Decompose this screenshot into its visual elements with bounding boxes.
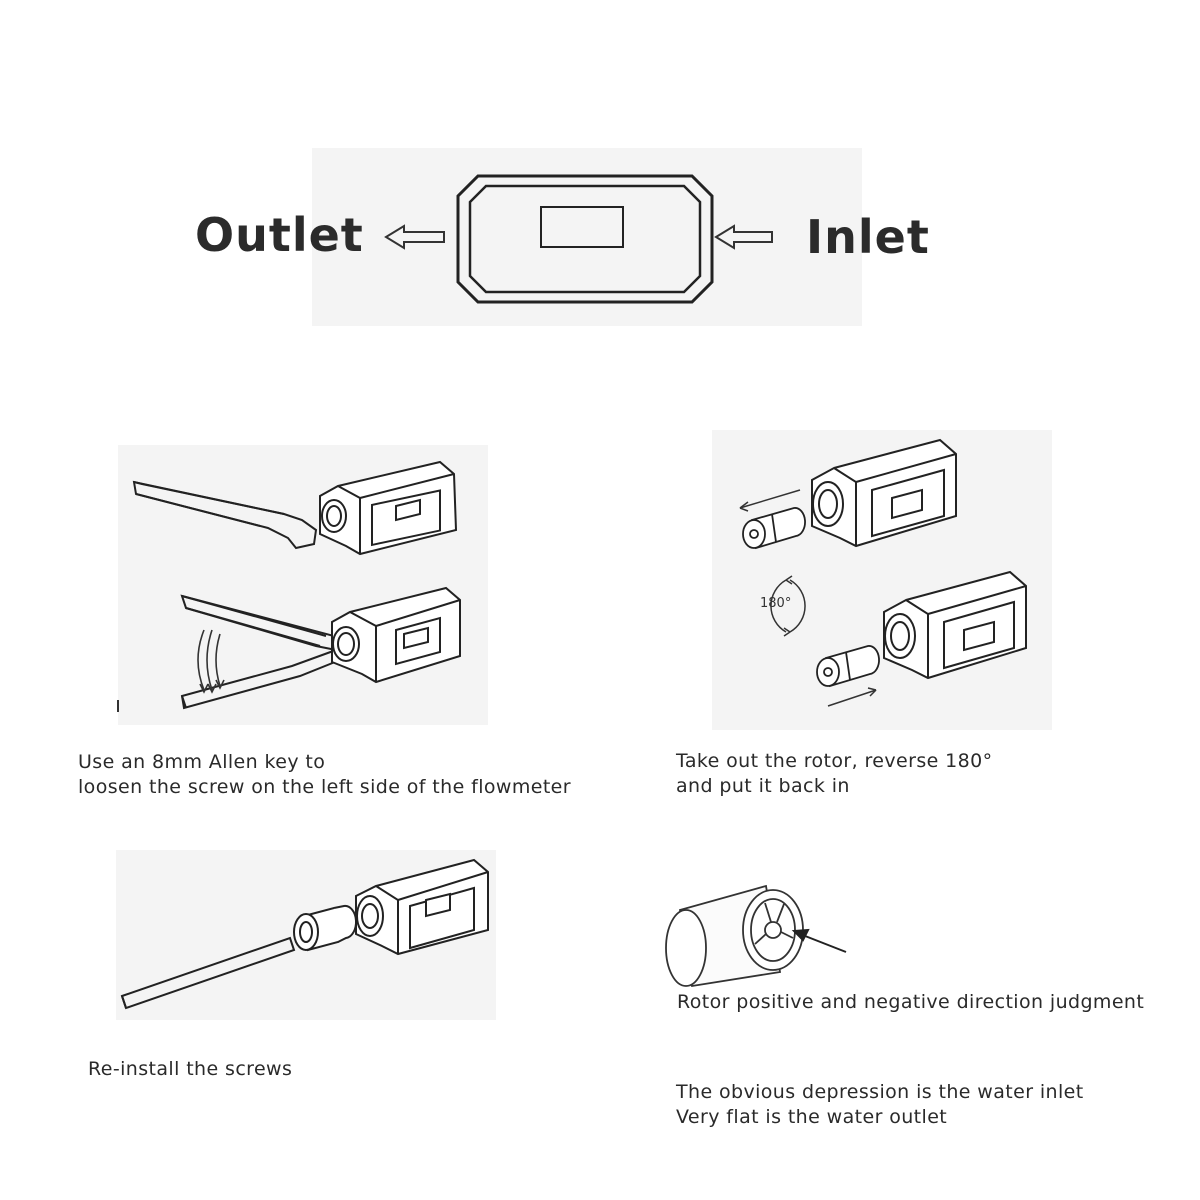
rotor-out-icon (742, 507, 806, 550)
screw-plug-icon (293, 904, 357, 952)
inlet-label: Inlet (806, 210, 930, 264)
header-panel-bg (312, 148, 862, 326)
allen-key-bottom-icon (180, 594, 341, 710)
rotor-closeup-icon (665, 884, 804, 988)
flowmeter-step1a-icon (319, 460, 458, 556)
rotate-180-icon (770, 575, 806, 637)
step4-caption: Rotor positive and negative direction ju… (677, 991, 1145, 1013)
allen-key-top-icon (132, 480, 318, 550)
pointer-arrow-icon (791, 928, 847, 953)
rotor-in-icon (816, 645, 880, 688)
outlet-label: Outlet (195, 208, 364, 262)
flowmeter-step3-icon (355, 858, 489, 956)
arrow-right-icon (827, 687, 877, 707)
allen-key-reinstall-icon (120, 936, 296, 1010)
note-line1: The obvious depression is the water inle… (676, 1081, 1084, 1103)
step3-caption: Re-install the screws (88, 1058, 293, 1080)
step1-caption: Use an 8mm Allen key to loosen the screw… (78, 751, 571, 798)
note-line2: Very flat is the water outlet (676, 1106, 948, 1128)
inlet-arrow-icon (714, 224, 773, 250)
flowmeter-front-icon (456, 174, 714, 304)
flowmeter-step2b-icon (883, 570, 1027, 680)
arrow-left-icon (739, 489, 801, 512)
flowmeter-step2a-icon (811, 438, 957, 548)
rotation-arrows-icon (197, 629, 225, 694)
outlet-arrow-icon (384, 224, 445, 250)
rotation-badge: 180° (760, 596, 792, 611)
flowmeter-step1b-icon (331, 586, 461, 684)
step2-caption: Take out the rotor, reverse 180° and put… (676, 750, 993, 797)
